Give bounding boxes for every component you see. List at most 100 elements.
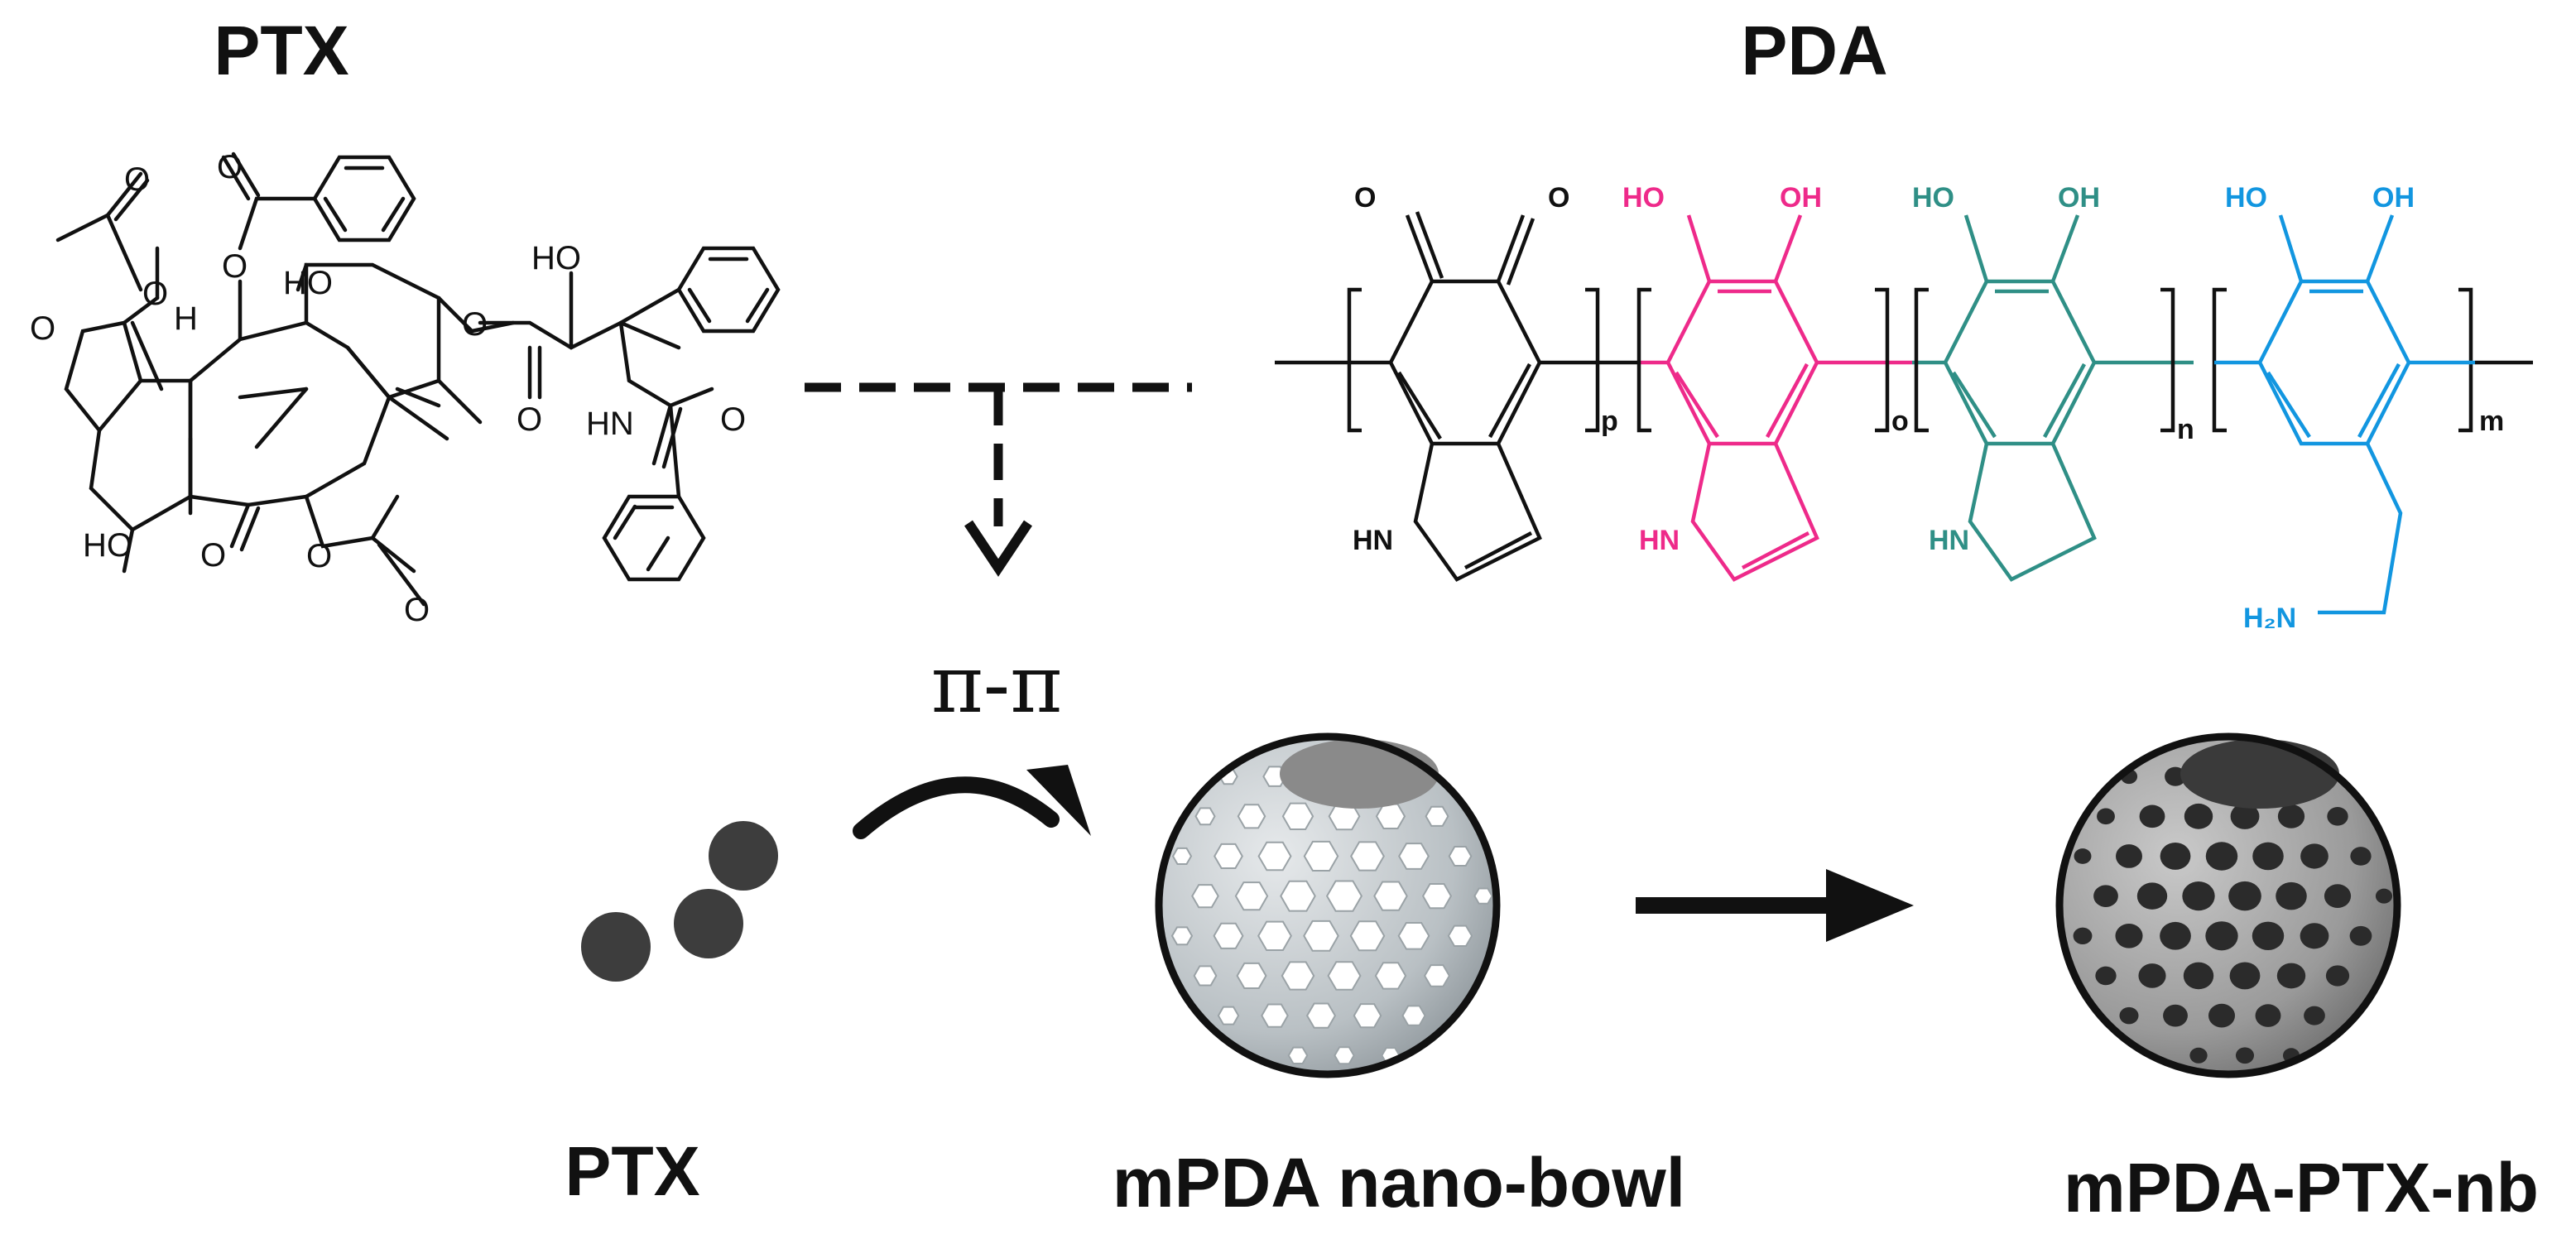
loaded-pore [2182, 881, 2215, 911]
loaded-pore [2205, 842, 2238, 871]
svg-text:HN: HN [586, 406, 634, 442]
svg-text:O: O [1548, 182, 1569, 214]
ptx-title: PTX [214, 12, 348, 89]
pore-hole [1374, 962, 1407, 990]
pore-hole [1236, 962, 1267, 989]
loaded-pore [2300, 843, 2328, 869]
pore-hole [1287, 1046, 1309, 1064]
loaded-pore [2183, 962, 2214, 990]
loaded-pore [2139, 804, 2165, 828]
dashed-arrow-head [964, 520, 1032, 577]
pi-pi-label: π-π [931, 638, 1063, 731]
svg-text:HN: HN [1639, 525, 1680, 556]
curved-arrow-head [1026, 765, 1091, 836]
pore-hole [1353, 1003, 1382, 1029]
pore-hole [1423, 964, 1451, 987]
pore-hole [1373, 881, 1408, 911]
loaded-pore [2327, 806, 2348, 826]
pore-hole [1350, 841, 1385, 872]
svg-text:p: p [1601, 406, 1618, 437]
pore-hole [1257, 920, 1292, 951]
svg-text:O: O [217, 149, 243, 185]
svg-text:O: O [404, 592, 430, 628]
nano-bowl-sphere [1155, 732, 1501, 1078]
pore-hole [1349, 920, 1386, 952]
pore-hole [1281, 802, 1314, 830]
ptx-atom-labels: O O O H HO O O O O O HO O O HO HN O [30, 149, 746, 628]
svg-text:HO: HO [283, 265, 333, 301]
loaded-pore [2230, 803, 2260, 829]
pda-unit-1 [1347, 211, 1639, 582]
loaded-pore [2095, 966, 2117, 986]
loaded-pore [2252, 921, 2285, 951]
pda-molecule [1275, 211, 2533, 615]
pore-hole [1334, 1046, 1355, 1065]
svg-text:O: O [720, 401, 746, 438]
loaded-pore [2375, 888, 2393, 904]
loaded-pore [2208, 1003, 2236, 1028]
loaded-pore [2276, 963, 2306, 989]
loaded-pore [2116, 844, 2142, 868]
loaded-pore [2324, 884, 2352, 909]
curved-arrow [853, 776, 1060, 839]
svg-text:O: O [30, 310, 55, 347]
loaded-pore [2160, 843, 2191, 870]
loaded-pore [2097, 808, 2115, 825]
loaded-pore [2235, 1047, 2255, 1064]
loaded-pore [2276, 881, 2307, 910]
loaded-pore [2115, 924, 2143, 948]
pore-hole [1194, 807, 1216, 826]
svg-text:O: O [200, 537, 226, 574]
loaded-pore [2300, 923, 2329, 949]
loaded-pore [2277, 804, 2305, 828]
pda-unit-3 [1912, 214, 2194, 582]
pore-hole [1170, 926, 1194, 946]
loaded-pore [2350, 847, 2372, 866]
pda-unit-2 [1639, 214, 1912, 582]
loaded-bowl-sphere [2055, 732, 2401, 1078]
loaded-pore [2304, 1006, 2325, 1025]
pore-hole [1303, 920, 1339, 952]
pore-hole [1421, 883, 1453, 910]
svg-text:o: o [1891, 406, 1909, 437]
loaded-pore [2205, 921, 2238, 951]
pda-title: PDA [1741, 12, 1887, 89]
pore-hole [1214, 843, 1243, 869]
pore-hole [1397, 922, 1430, 950]
loaded-pore [2138, 963, 2166, 988]
pore-hole [1171, 847, 1193, 865]
loaded-pore [2349, 925, 2372, 946]
pore-hole [1375, 803, 1406, 829]
svg-text:HO: HO [2225, 182, 2267, 214]
pore-hole [1281, 961, 1315, 991]
loaded-pore [2228, 881, 2261, 911]
svg-text:n: n [2177, 414, 2194, 445]
svg-text:m: m [2479, 406, 2504, 437]
svg-text:HO: HO [531, 240, 581, 276]
straight-arrow-head [1826, 869, 1914, 942]
pore-hole [1448, 846, 1473, 867]
ptx-particles [581, 821, 778, 982]
loaded-pore [2255, 1004, 2281, 1027]
loaded-pore [2229, 962, 2261, 990]
pore-hole [1473, 887, 1493, 905]
loaded-pore [2189, 1047, 2208, 1064]
loaded-pore [2074, 848, 2092, 864]
pore-hole [1325, 880, 1363, 912]
loaded-bowl-label: mPDA-PTX-nb [2064, 1149, 2539, 1227]
pda-atom-labels: O O HN p HO OH HN o HO OH HN n HO OH H₂N… [1353, 182, 2504, 634]
svg-text:OH: OH [1780, 182, 1822, 214]
ptx-molecule [55, 151, 781, 607]
svg-text:O: O [222, 248, 248, 285]
svg-text:O: O [306, 538, 332, 574]
svg-text:O: O [517, 401, 542, 438]
svg-text:HO: HO [1912, 182, 1954, 214]
svg-text:HN: HN [1929, 525, 1969, 556]
loaded-pore [2325, 965, 2350, 987]
loaded-pore [2160, 921, 2191, 950]
svg-text:OH: OH [2372, 182, 2415, 214]
dashed-connector [805, 382, 1192, 526]
pore-hole [1213, 922, 1244, 949]
loaded-pore [2184, 803, 2213, 829]
